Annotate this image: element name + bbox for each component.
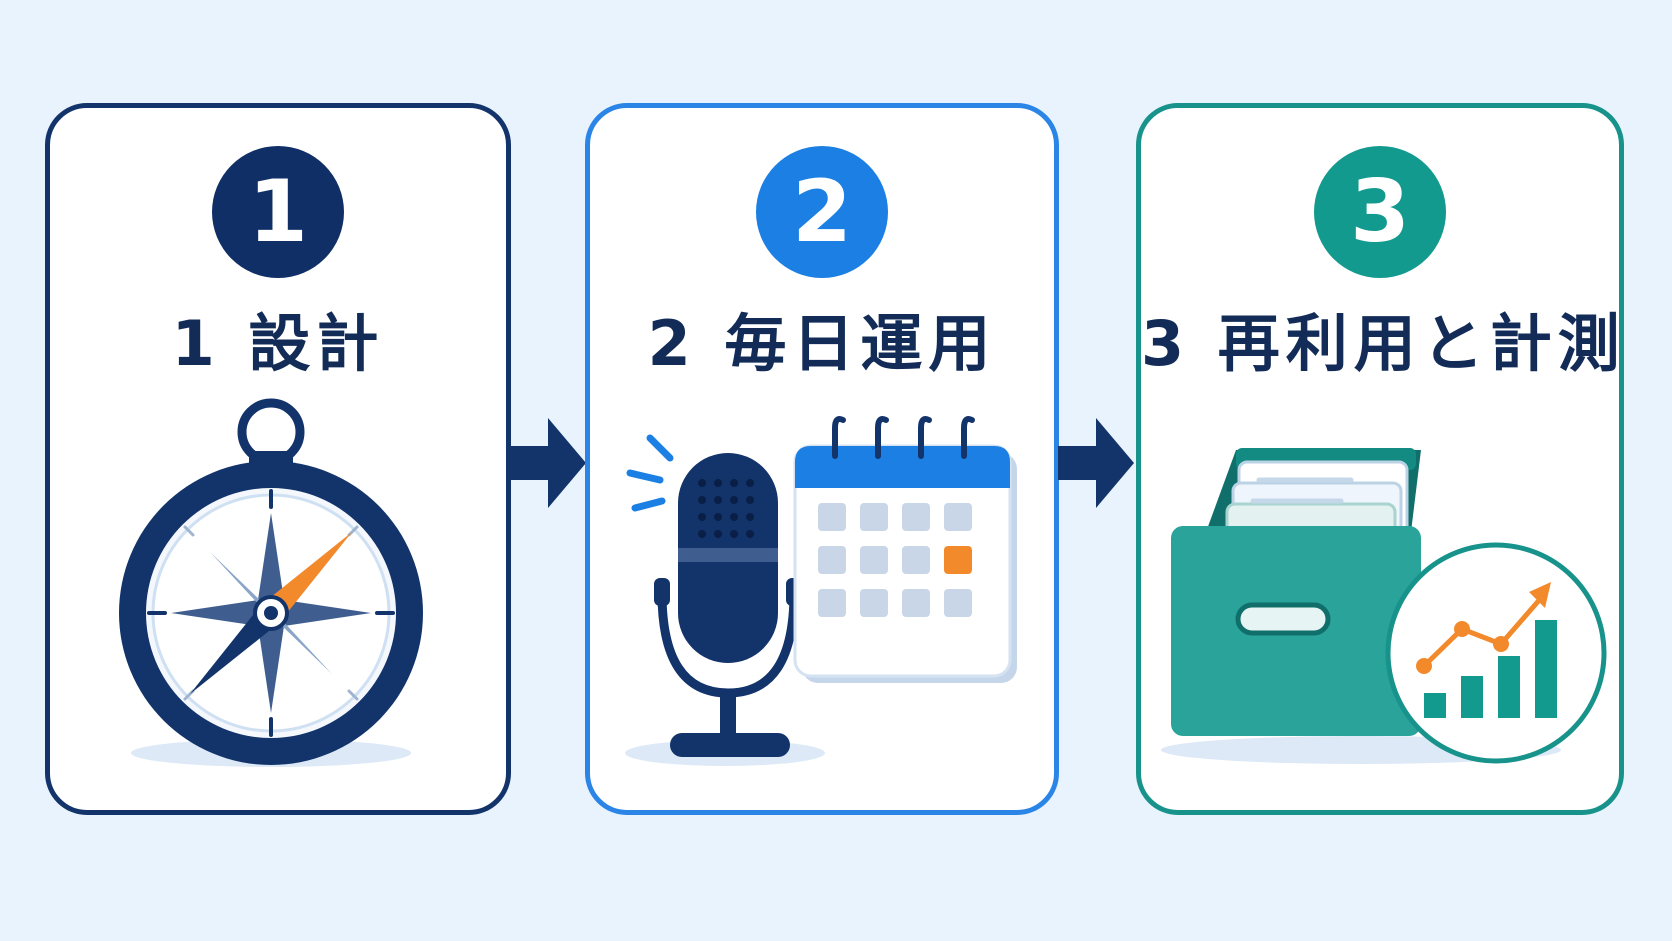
step-title-3: 3 再利用と計測	[1141, 307, 1626, 380]
arrow-right-icon	[510, 418, 586, 508]
arrow-right-icon	[1058, 418, 1134, 508]
step-card-3: 3 3 再利用と計測	[1136, 103, 1624, 815]
step-badge-3: 3	[1314, 146, 1446, 278]
compass-icon	[119, 398, 423, 767]
microphone-calendar-icon	[625, 416, 1017, 766]
file-box-chart-icon	[1161, 448, 1607, 764]
step-title-1: 1 設計	[171, 307, 385, 380]
step-badge-1: 1	[212, 146, 344, 278]
step-title-2: 2 毎日運用	[647, 307, 997, 380]
step-card-1: 1 1 設計	[45, 103, 511, 815]
step-badge-2: 2	[756, 146, 888, 278]
step-card-2: 2 2 毎日運用	[585, 103, 1059, 815]
